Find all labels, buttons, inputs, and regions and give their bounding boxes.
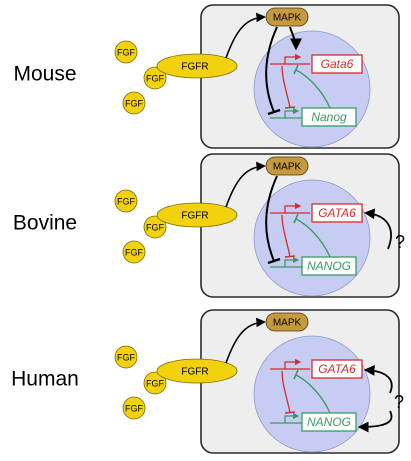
gata6-promoter-arrow	[284, 358, 302, 369]
nanog-label: NANOG	[307, 415, 351, 429]
fgf-label: FGF	[125, 247, 143, 257]
fgf-label: FGF	[146, 73, 164, 83]
mapk-kinase	[265, 312, 309, 332]
gata6-label: Gata6	[321, 57, 354, 71]
fgfr-receptor	[156, 202, 238, 228]
fgf-ligand	[122, 240, 146, 264]
fgfr-to-mapk-arrow	[225, 161, 266, 208]
fgf-ligand	[114, 345, 138, 369]
nanog-promoter-arrow	[284, 256, 300, 267]
nanog-repression-bar	[293, 64, 299, 75]
nucleus	[253, 179, 371, 297]
fgf-ligand	[143, 371, 167, 395]
gata6-repression-bar	[284, 411, 296, 414]
gata6-repression-bar	[284, 106, 296, 109]
fgf-label: FGF	[125, 98, 143, 108]
fgfr-label: FGFR	[181, 211, 208, 222]
nanog-represses-gata6	[295, 69, 331, 109]
gata6-box	[311, 203, 363, 223]
gata6-label: GATA6	[318, 206, 356, 220]
fgf-ligand	[114, 189, 138, 213]
gata6-represses-nanog	[281, 65, 291, 109]
mapk-to-nanog-repression	[265, 26, 278, 113]
mapk-label: MAPK	[273, 13, 302, 24]
unknown-regulator-label: ?	[394, 392, 404, 412]
nanog-label: NANOG	[307, 259, 351, 273]
mapk-label: MAPK	[273, 162, 302, 173]
nanog-label: Nanog	[311, 110, 347, 124]
unknown-regulator-label: ?	[395, 232, 405, 252]
mapk-kinase	[265, 156, 309, 176]
repression-bar	[267, 108, 281, 116]
mapk-to-nanog-repression	[265, 175, 278, 262]
fgf-label: FGF	[146, 222, 164, 232]
unknown-regulator-arrow-gata6	[363, 365, 393, 394]
nanog-box	[301, 412, 357, 432]
nucleus	[253, 30, 371, 148]
nanog-promoter-arrow	[284, 412, 300, 423]
fgf-label: FGF	[117, 352, 135, 362]
fgf-ligand	[122, 396, 146, 420]
repression-bar	[267, 257, 281, 265]
gata6-box	[311, 359, 363, 379]
fgfr-to-mapk-arrow	[225, 317, 266, 364]
nanog-repression-bar	[293, 213, 299, 224]
fgfr-receptor	[156, 358, 238, 384]
gata6-label: GATA6	[318, 362, 356, 376]
fgf-ligand	[122, 91, 146, 115]
fgf-ligand	[143, 215, 167, 239]
mapk-label: MAPK	[273, 318, 302, 329]
mapk-kinase	[265, 7, 309, 27]
gata6-promoter-arrow	[284, 202, 302, 213]
nanog-box	[301, 107, 357, 127]
fgf-label: FGF	[146, 378, 164, 388]
gata6-promoter-arrow	[284, 53, 302, 64]
species-label: Bovine	[13, 212, 77, 235]
nanog-promoter-arrow	[284, 107, 300, 118]
nanog-box	[301, 256, 357, 276]
fgfr-to-mapk-arrow	[225, 12, 266, 59]
fgfr-label: FGFR	[181, 62, 208, 73]
fgf-ligand	[114, 40, 138, 64]
fgf-label: FGF	[117, 47, 135, 57]
unknown-regulator-arrow	[363, 208, 392, 250]
gata6-represses-nanog	[281, 214, 291, 258]
fgfr-receptor	[156, 53, 238, 79]
fgf-ligand	[143, 66, 167, 90]
gata6-repression-bar	[284, 255, 296, 258]
gata6-represses-nanog	[281, 370, 291, 414]
gata6-box	[311, 54, 363, 74]
species-label: Mouse	[13, 63, 76, 86]
species-label: Human	[11, 368, 79, 391]
nanog-represses-gata6	[295, 218, 331, 258]
fgf-label: FGF	[117, 196, 135, 206]
unknown-regulator-arrow-nanog	[357, 410, 393, 433]
fgf-label: FGF	[125, 403, 143, 413]
mapk-to-gata6-arrow	[289, 26, 302, 51]
fgfr-label: FGFR	[181, 367, 208, 378]
nanog-repression-bar	[293, 369, 299, 380]
nanog-represses-gata6	[295, 374, 331, 414]
nucleus	[253, 335, 371, 453]
